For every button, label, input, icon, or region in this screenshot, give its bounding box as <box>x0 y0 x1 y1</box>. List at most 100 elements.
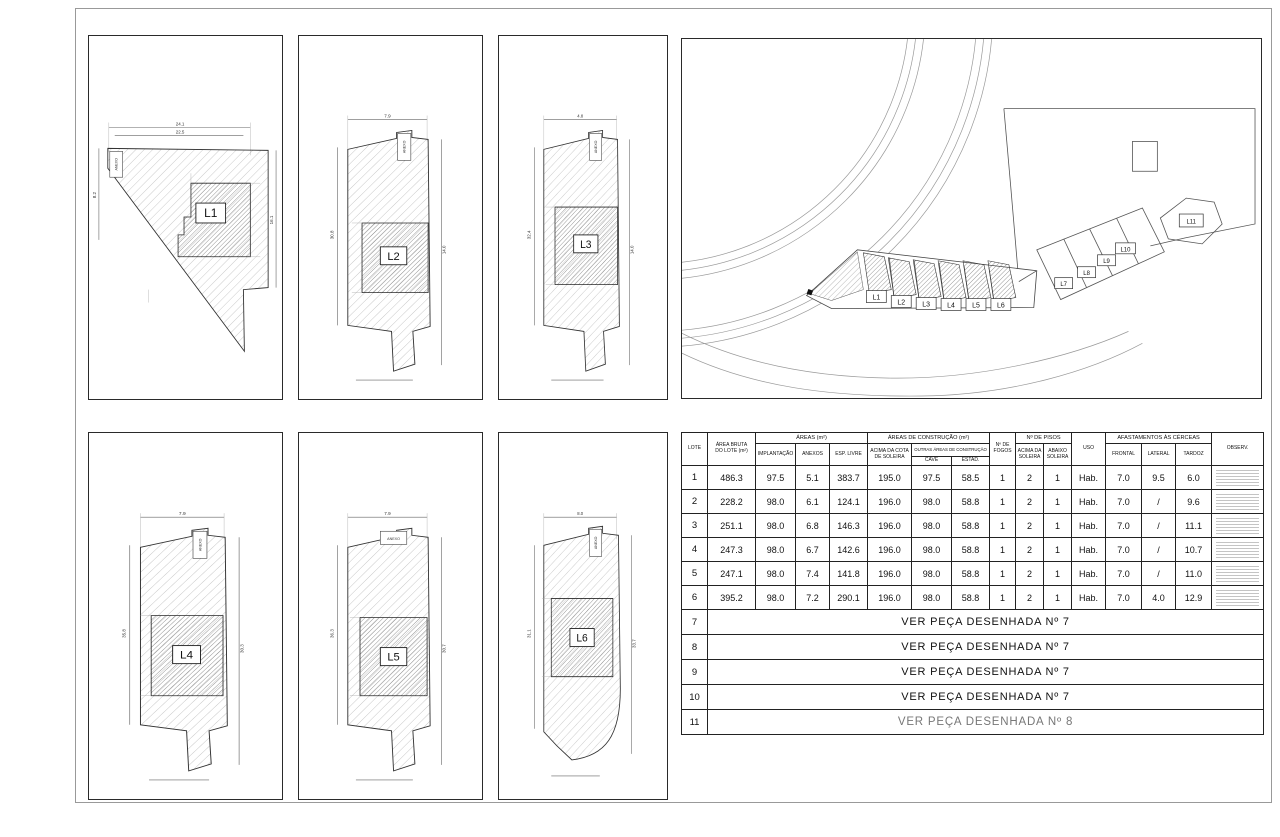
dimension-label: 16.1 <box>269 215 274 224</box>
anexo-box <box>397 133 412 161</box>
anexo-box <box>192 530 208 559</box>
site-building <box>887 257 917 299</box>
site-lot-label-box <box>915 297 937 310</box>
header-line: Nº DE <box>995 442 1010 449</box>
cell-pisos-acima: 2 <box>1015 465 1045 490</box>
cell-estad: 58.5 <box>951 465 991 490</box>
cell-lote: 8 <box>681 634 708 660</box>
header-line: SOLEIRA <box>1046 453 1069 460</box>
col-header-pisos-acima: ACIMA DA SOLEIRA <box>1015 443 1045 466</box>
cell-lote: 7 <box>681 609 708 635</box>
cell-lote: 3 <box>681 513 708 538</box>
cell-lateral: / <box>1141 513 1177 538</box>
cell-pisos-acima: 2 <box>1015 489 1045 514</box>
cell-lote: 4 <box>681 537 708 562</box>
site-building <box>863 252 892 294</box>
col-header-acima-cota: ACIMA DA COTA DE SOLEIRA <box>867 443 913 466</box>
site-lot-label-box <box>965 298 987 311</box>
dimension-label: 7.9 <box>384 114 391 119</box>
lot-label-box <box>569 628 595 648</box>
dimension-label: 31.1 <box>527 629 532 638</box>
site-lot-label: L7 <box>1060 282 1067 288</box>
cell-acima-cota: 196.0 <box>867 585 913 610</box>
cell-lateral: 4.0 <box>1141 585 1177 610</box>
cell-frontal: 7.0 <box>1105 513 1143 538</box>
anexo-label: ANEXO <box>387 537 400 541</box>
cell-acima-cota: 195.0 <box>867 465 913 490</box>
col-header-tardoz: TARDOZ <box>1175 443 1213 466</box>
lot-plan-panel-l2: 7.9 30.8 14.0 L2 ANEXO <box>298 35 483 400</box>
parcel-boundary <box>1003 108 1256 247</box>
site-building <box>937 260 967 302</box>
col-header-esp-livre: ESP. LIVRE <box>828 443 869 466</box>
lot-plan-panel-l3: 4.8 32.4 14.0 L3 ANEXO <box>498 35 668 400</box>
cell-implantacao: 98.0 <box>755 537 796 562</box>
lot-drawing-l1: 24.1 22.5 8.2 16.1 L1 ANEXO <box>92 121 277 353</box>
dimension-label: 35.8 <box>121 629 126 638</box>
cell-tardoz: 6.0 <box>1175 465 1213 490</box>
lot-plan-panel-l4: 7.9 35.8 30.3 L4 ANEXO <box>88 432 283 800</box>
lot-label: L5 <box>387 652 399 664</box>
anexo-box <box>589 528 602 557</box>
cell-cave: 98.0 <box>911 585 953 610</box>
col-group-outras: OUTRAS ÁREAS DE CONSTRUÇÃO <box>911 443 991 457</box>
cell-frontal: 7.0 <box>1105 537 1143 562</box>
col-group-construcao: ÁREAS DE CONSTRUÇÃO (m²) <box>867 432 991 444</box>
lot-label-box <box>379 647 408 667</box>
cell-observ <box>1211 561 1265 586</box>
cell-pisos-acima: 2 <box>1015 561 1045 586</box>
site-building <box>912 259 942 301</box>
observ-fine-print <box>1215 493 1260 510</box>
header-line: ACIMA DA COTA <box>870 447 909 454</box>
observ-fine-print <box>1215 541 1260 558</box>
cell-area-bruta: 247.1 <box>707 561 756 586</box>
cell-anexos: 5.1 <box>795 465 830 490</box>
lot-drawing-l6: 8.0 31.1 33.7 L6 ANEXO <box>527 511 636 777</box>
site-lot-label-box <box>1077 266 1096 279</box>
observ-fine-print <box>1215 517 1260 534</box>
lot-drawing-l2: 7.9 30.8 14.0 L2 ANEXO <box>330 114 446 381</box>
site-lot-label-box <box>1097 254 1116 267</box>
cell-estad: 58.8 <box>951 537 991 562</box>
observ-fine-print <box>1215 565 1260 582</box>
site-lot-label-box <box>1178 213 1204 228</box>
lot-label: L2 <box>387 251 399 263</box>
cell-pisos-abaixo: 1 <box>1043 513 1073 538</box>
cell-observ <box>1211 465 1265 490</box>
col-header-anexos: ANEXOS <box>795 443 830 466</box>
cell-fogos: 1 <box>989 465 1017 490</box>
observ-fine-print <box>1215 469 1260 486</box>
cell-anexos: 6.7 <box>795 537 830 562</box>
cell-cave: 98.0 <box>911 489 953 514</box>
site-lot-label: L2 <box>897 300 905 307</box>
cell-acima-cota: 196.0 <box>867 489 913 514</box>
anexo-label: ANEXO <box>594 140 598 153</box>
header-line: ABAIXO <box>1048 447 1067 454</box>
cell-lote: 11 <box>681 709 708 735</box>
cell-cave: 97.5 <box>911 465 953 490</box>
header-line: ACIMA DA <box>1017 447 1042 454</box>
dimension-label: 14.0 <box>441 245 446 254</box>
cell-lote: 1 <box>681 465 708 490</box>
sheet-border <box>75 8 1272 803</box>
cell-anexos: 6.8 <box>795 513 830 538</box>
header-line: DO LOTE (m²) <box>715 448 748 454</box>
cell-ver-peca-desenhada: VER PEÇA DESENHADA Nº 7 <box>706 609 1265 635</box>
cell-esp-livre: 383.7 <box>828 465 869 490</box>
dimension-label: 8.0 <box>577 511 583 516</box>
cell-lateral: / <box>1141 561 1177 586</box>
cell-pisos-abaixo: 1 <box>1043 489 1073 514</box>
cell-pisos-acima: 2 <box>1015 513 1045 538</box>
cell-observ <box>1211 513 1265 538</box>
col-header-implantacao: IMPLANTAÇÃO <box>755 443 796 466</box>
cell-uso: Hab. <box>1071 585 1107 610</box>
cell-acima-cota: 196.0 <box>867 513 913 538</box>
anexo-label: ANEXO <box>403 140 407 153</box>
site-lot-label-box <box>1115 242 1136 255</box>
